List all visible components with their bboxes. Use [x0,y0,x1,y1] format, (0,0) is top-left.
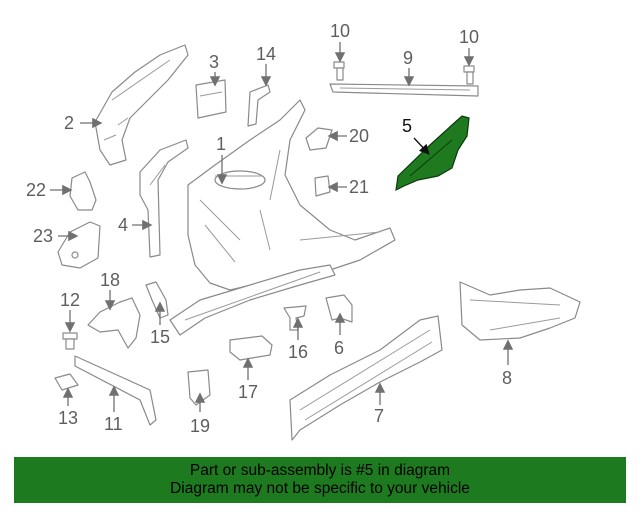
callout-23[interactable]: 23 [33,226,79,246]
part-10-fastener-left[interactable] [333,61,345,81]
part-15-shape[interactable] [145,281,169,319]
banner-line-disclaimer: Diagram may not be specific to your vehi… [170,480,470,497]
part-5-shape[interactable] [395,115,470,192]
callout-label: 21 [349,177,369,197]
callout-10-left[interactable]: 10 [330,21,350,63]
callout-12[interactable]: 12 [60,290,80,333]
callout-5[interactable]: 5 [402,116,430,155]
callout-label: 11 [104,414,123,434]
part-4-shape[interactable] [139,139,189,258]
callout-label: 13 [58,408,78,428]
part-8-shape[interactable] [459,281,581,341]
callout-3[interactable]: 3 [209,52,221,87]
callout-label: 2 [64,113,74,133]
part-12-shape[interactable] [62,332,78,350]
callout-13[interactable]: 13 [58,387,78,428]
callout-label: 18 [100,270,120,290]
part-3-shape[interactable] [195,79,227,119]
part-2-shape[interactable] [94,44,189,166]
callout-10-right[interactable]: 10 [459,27,479,67]
callout-22[interactable]: 22 [26,180,73,200]
callout-label: 10 [459,27,479,47]
callout-label: 19 [190,416,210,436]
callout-label: 22 [26,180,46,200]
callout-16[interactable]: 16 [288,317,308,362]
info-banner: Part or sub-assembly is #5 in diagram Di… [14,457,626,503]
callout-9[interactable]: 9 [403,48,415,87]
callout-label: 15 [150,327,170,347]
callout-label: 14 [256,44,276,64]
part-6-shape[interactable] [325,294,353,323]
callout-label: 23 [33,226,53,246]
part-18-shape[interactable] [87,297,141,349]
callout-17[interactable]: 17 [238,357,258,402]
callout-label: 20 [349,126,369,146]
callout-2[interactable]: 2 [64,113,103,133]
callout-label: 6 [334,338,344,358]
part-14-shape[interactable] [247,84,271,127]
part-17-shape[interactable] [229,335,273,361]
part-13-shape[interactable] [54,373,79,391]
part-7-shape[interactable] [289,315,443,441]
part-11-shape[interactable] [74,355,157,426]
callout-15[interactable]: 15 [150,301,170,347]
callout-7[interactable]: 7 [374,382,386,426]
banner-line-part: Part or sub-assembly is #5 in diagram [189,462,451,479]
callout-label: 3 [209,52,219,72]
callout-20[interactable]: 20 [327,126,369,146]
callout-18[interactable]: 18 [100,270,120,311]
part-22-shape[interactable] [69,171,97,211]
callout-label: 17 [238,382,258,402]
callout-label: 12 [60,290,80,310]
callout-label: 16 [288,342,308,362]
callout-label: 1 [216,134,226,154]
callout-label: 4 [118,215,128,235]
part-19-shape[interactable] [187,369,211,406]
part-9-shape[interactable] [329,83,479,97]
part-21-shape[interactable] [314,175,331,197]
part-20-shape[interactable] [305,127,333,151]
callout-21[interactable]: 21 [327,177,369,197]
callout-label: 7 [374,406,384,426]
part-23-shape[interactable] [57,221,101,269]
callout-4[interactable]: 4 [118,215,153,235]
callout-1[interactable]: 1 [216,134,228,185]
callout-14[interactable]: 14 [256,44,276,87]
callout-6[interactable]: 6 [334,312,346,358]
callout-label: 9 [403,48,413,68]
callout-label: 10 [330,21,350,41]
callout-8[interactable]: 8 [502,339,514,388]
part-1-shape[interactable] [169,99,396,336]
callout-19[interactable]: 19 [190,392,210,436]
part-16-shape[interactable] [283,305,307,331]
callout-11[interactable]: 11 [104,385,123,434]
parts-diagram: 1 2 3 4 5 6 7 8 9 10 10 11 12 13 14 15 1… [26,21,581,441]
callout-label: 8 [502,368,512,388]
part-10-fastener-right[interactable] [463,65,475,85]
callout-label: 5 [402,116,412,136]
